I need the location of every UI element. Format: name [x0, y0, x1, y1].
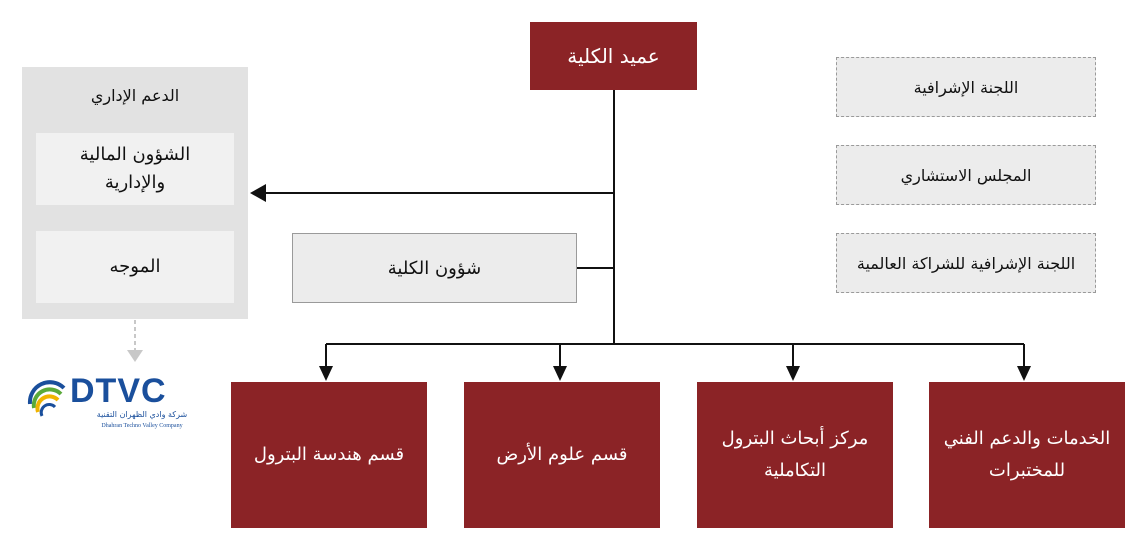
- dtvc-emblem-icon: [27, 380, 66, 417]
- arrow-left-icon: [250, 184, 266, 202]
- logo-arabic-text: شركة وادي الظهران التقنية: [96, 410, 188, 419]
- dtvc-logo: DTVC شركة وادي الظهران التقنية Dhahran T…: [24, 370, 214, 436]
- arrow-down-icon: [319, 366, 333, 381]
- college-affairs-box: شؤون الكلية: [292, 233, 577, 303]
- admin-support-title: الدعم الإداري: [90, 85, 180, 105]
- logo-english-text: Dhahran Techno Valley Company: [101, 423, 183, 429]
- logo-wordmark: DTVC: [70, 372, 167, 410]
- advisory-council-box: المجلس الاستشاري: [836, 145, 1096, 205]
- dean-box: عميد الكلية: [530, 22, 697, 90]
- finance-admin-box: الشؤون المالية والإدارية: [36, 133, 234, 205]
- petroleum-engineering-box: قسم هندسة البترول: [231, 382, 427, 528]
- lab-services-box: الخدمات والدعم الفني للمختبرات: [929, 382, 1125, 528]
- arrow-down-icon: [553, 366, 567, 381]
- supervisory-committee-box: اللجنة الإشرافية: [836, 57, 1096, 117]
- mentor-box: الموجه: [36, 231, 234, 303]
- arrow-down-dashed-icon: [127, 350, 143, 362]
- earth-sciences-box: قسم علوم الأرض: [464, 382, 660, 528]
- arrow-down-icon: [1017, 366, 1031, 381]
- research-center-box: مركز أبحاث البترول التكاملية: [697, 382, 893, 528]
- arrow-down-icon: [786, 366, 800, 381]
- global-partnership-committee-box: اللجنة الإشرافية للشراكة العالمية: [836, 233, 1096, 293]
